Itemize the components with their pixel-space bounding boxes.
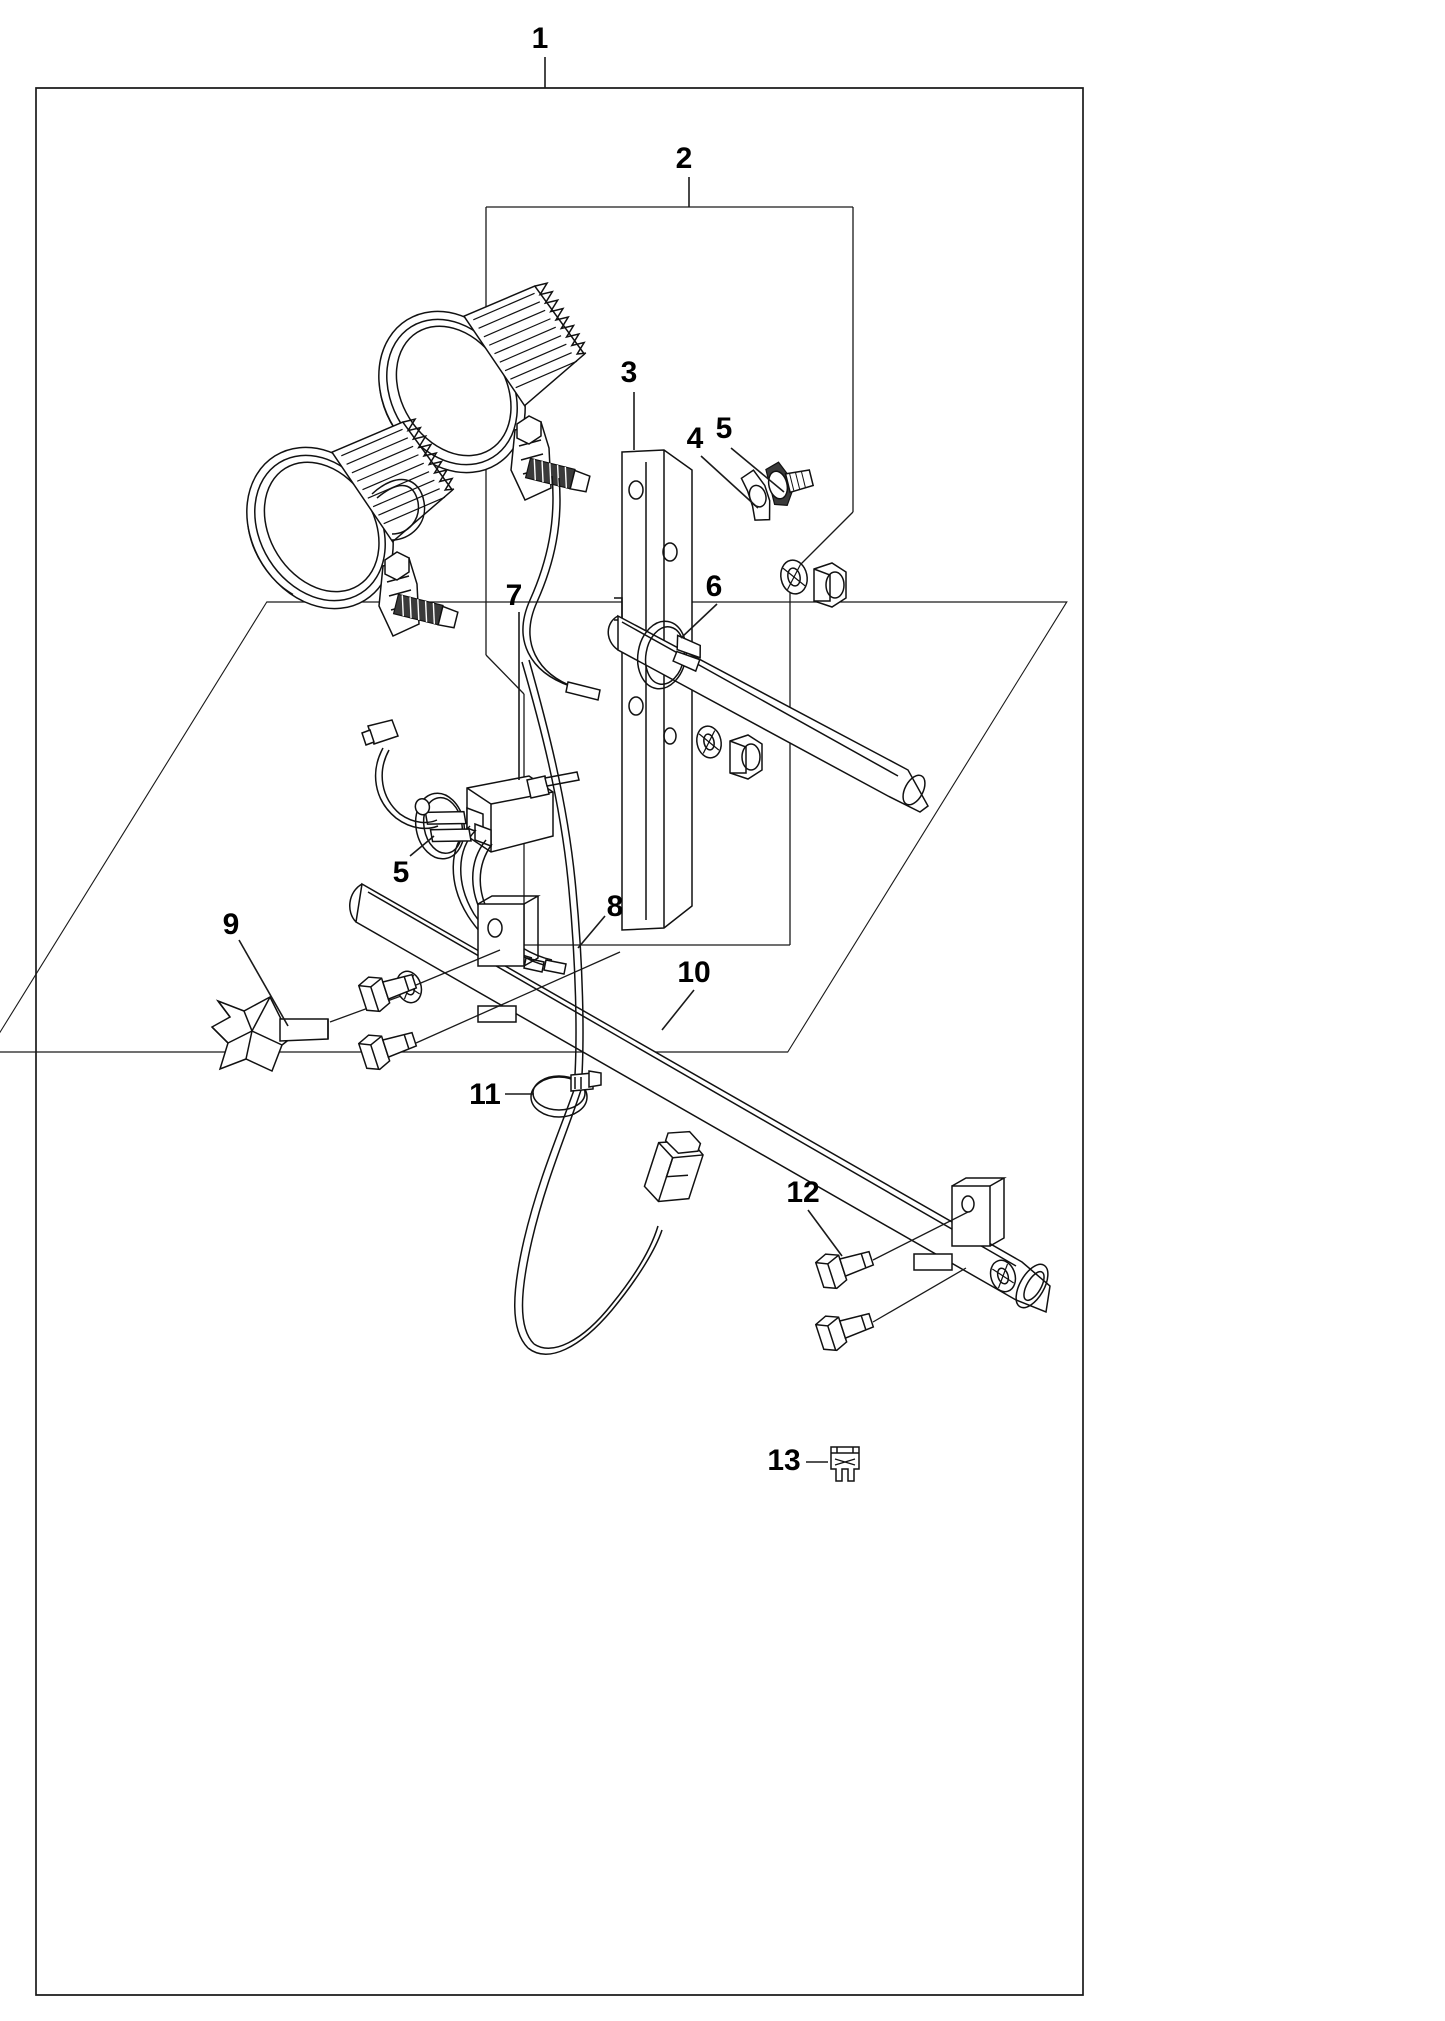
callout-2: 2 <box>676 142 693 175</box>
lock-washer-far <box>989 1259 1017 1293</box>
callout-6: 6 <box>706 570 723 603</box>
wiring-harness <box>514 659 704 1355</box>
callout-10: 10 <box>677 956 710 989</box>
callout-13: 13 <box>767 1444 800 1477</box>
callout-8: 8 <box>607 890 624 923</box>
callout-11: 11 <box>469 1078 501 1111</box>
leader-lines <box>238 57 843 1463</box>
callout-4: 4 <box>687 422 704 455</box>
star-knob <box>210 991 413 1073</box>
callout-5-upper: 5 <box>716 412 733 445</box>
kit-outer-frame <box>35 87 1084 1996</box>
hex-nut-lower-right <box>813 562 847 608</box>
boom-tube-main <box>349 882 1051 1314</box>
hex-nut-mid <box>729 734 763 780</box>
cable-clamp-upper <box>765 461 815 507</box>
flat-washer-mid <box>696 725 722 759</box>
hex-flange-bolt-2 <box>357 951 621 1071</box>
hex-flange-bolt-3 <box>814 1211 969 1290</box>
callout-3: 3 <box>621 356 638 389</box>
blade-fuse <box>830 1446 860 1482</box>
led-work-light-upper <box>378 281 601 701</box>
hex-flange-bolt-1 <box>357 949 501 1013</box>
cable-clamp-mid <box>361 719 472 860</box>
led-work-light-lower <box>246 417 459 637</box>
flat-washer-upper <box>740 469 771 521</box>
tube-clamp-ring <box>636 620 701 690</box>
hose-clamp <box>530 1070 602 1118</box>
callout-12: 12 <box>786 1176 819 1209</box>
callout-5-mid: 5 <box>393 856 410 889</box>
callout-9: 9 <box>223 908 240 941</box>
mounting-bracket-plate <box>614 449 693 931</box>
reference-plane <box>0 601 1068 1053</box>
flat-washer-lower-right <box>780 559 808 595</box>
callout-labels: 1 2 3 4 5 6 7 5 8 9 10 11 12 13 <box>223 22 820 1477</box>
hex-flange-bolt-4 <box>814 1267 967 1352</box>
callout-1: 1 <box>532 22 549 55</box>
callout-7: 7 <box>506 579 523 612</box>
